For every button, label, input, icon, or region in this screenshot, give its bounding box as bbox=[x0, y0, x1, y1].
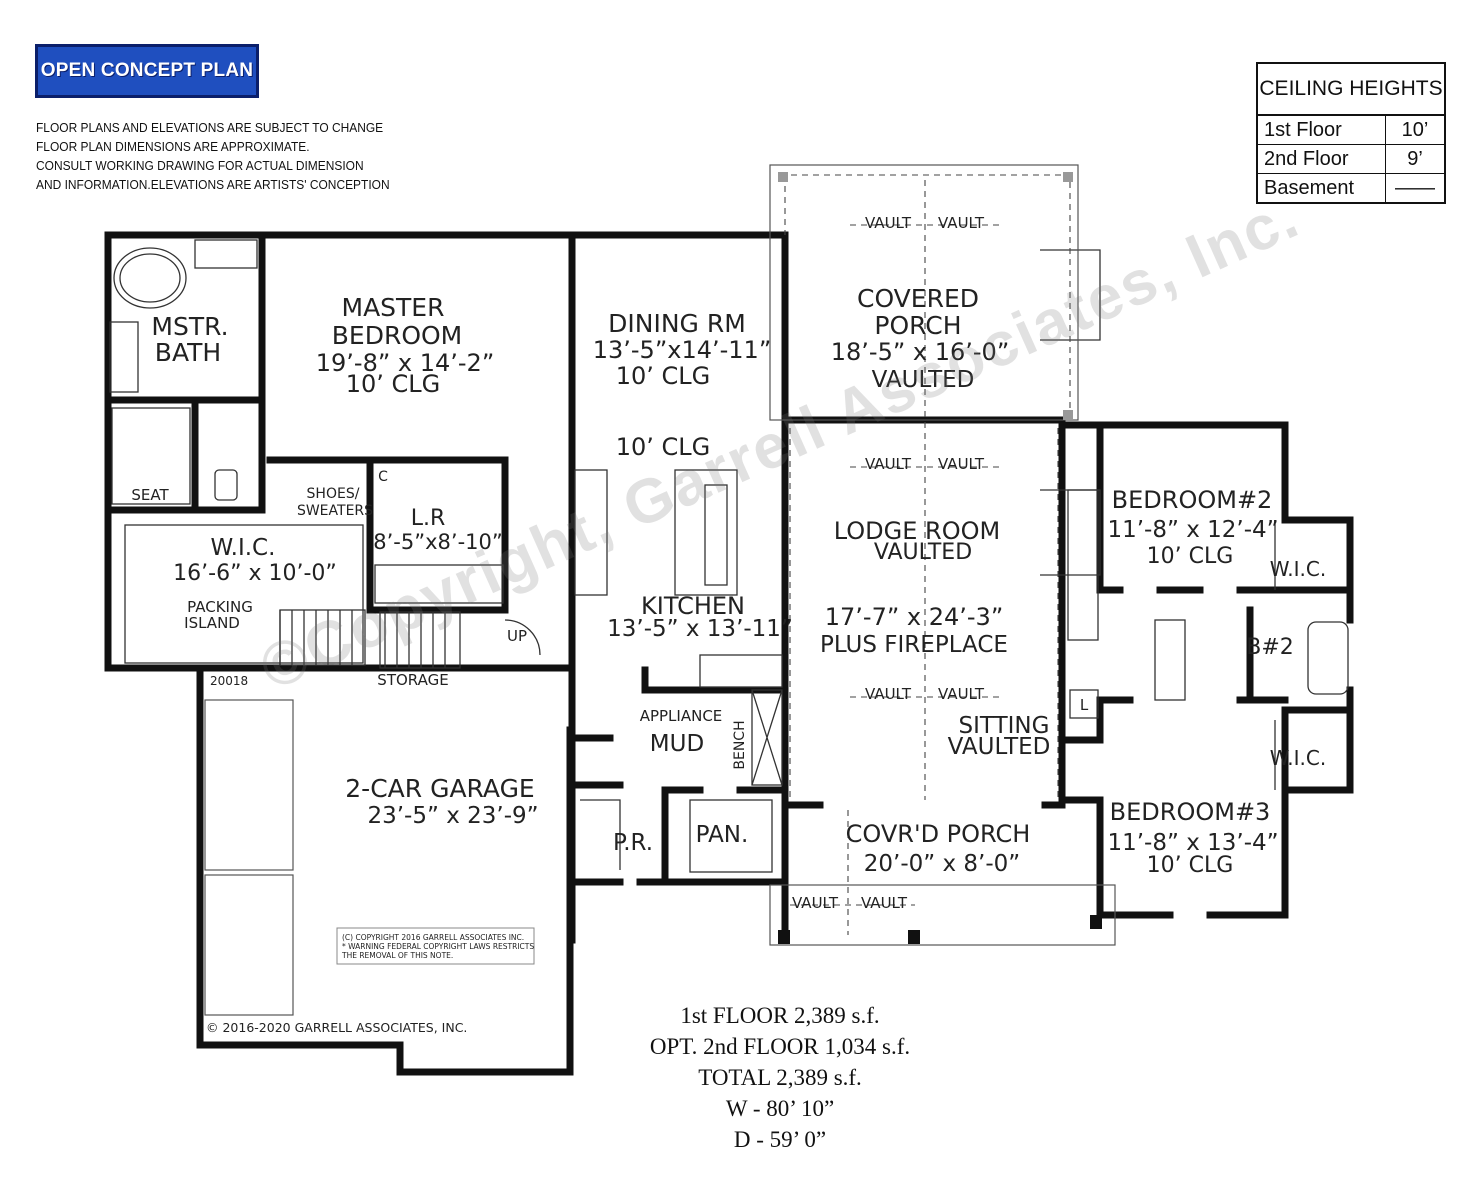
wic-label: W.I.C. bbox=[1270, 557, 1326, 581]
covered-porch-vault: VAULTED bbox=[872, 367, 975, 393]
ceiling-row-label: 2nd Floor bbox=[1258, 145, 1386, 173]
plan-code: 20018 bbox=[210, 674, 248, 688]
total-area: TOTAL 2,389 s.f. bbox=[698, 1065, 862, 1090]
master-bedroom-ceiling: 10’ CLG bbox=[346, 370, 441, 398]
bedroom-2-ceiling: 10’ CLG bbox=[1147, 544, 1234, 569]
packing-island-label: PACKING bbox=[187, 598, 253, 616]
garage-label: 2-CAR GARAGE bbox=[345, 774, 534, 803]
rear-porch-label: COVR'D PORCH bbox=[846, 820, 1031, 848]
exterior-walls bbox=[104, 231, 1354, 1076]
vault-label: VAULT bbox=[865, 214, 912, 232]
copyright-note-line: * WARNING FEDERAL COPYRIGHT LAWS RESTRIC… bbox=[342, 942, 534, 951]
bedroom-3-size: 11’-8” x 13’-4” bbox=[1107, 830, 1278, 856]
ceiling-row-label: Basement bbox=[1258, 174, 1386, 202]
wic-label: W.I.C. bbox=[1270, 746, 1326, 770]
porch-outline bbox=[204, 164, 1116, 1016]
disclaimer-line: AND INFORMATION.ELEVATIONS ARE ARTISTS' … bbox=[36, 177, 390, 192]
plan-type-badge: OPEN CONCEPT PLAN bbox=[35, 44, 259, 98]
seat-label: SEAT bbox=[131, 486, 169, 504]
ceiling-heights-table: CEILING HEIGHTS 1st Floor 10’ 2nd Floor … bbox=[1256, 62, 1446, 204]
lodge-room-vault: VAULTED bbox=[874, 540, 972, 565]
master-bedroom-size: 19’-8” x 14’-2” bbox=[316, 349, 495, 377]
vault-label: VAULT bbox=[938, 455, 985, 473]
copyright-note-box bbox=[336, 927, 535, 965]
disclaimer-line: FLOOR PLANS AND ELEVATIONS ARE SUBJECT T… bbox=[36, 120, 384, 135]
interior-details bbox=[109, 239, 1349, 873]
lodge-room-label: LODGE ROOM bbox=[834, 517, 1000, 545]
packing-island-label: ISLAND bbox=[184, 614, 240, 632]
shoes-label: SHOES/ bbox=[307, 486, 360, 502]
dining-size: 13’-5”x14’-11” bbox=[593, 336, 772, 364]
porch-posts bbox=[778, 172, 1102, 944]
sitting-vault: VAULTED bbox=[948, 734, 1051, 760]
copyright-note-line: (C) COPYRIGHT 2016 GARRELL ASSOCIATES IN… bbox=[342, 933, 524, 942]
bench-label: BENCH bbox=[732, 720, 748, 769]
copyright-label: © 2016-2020 GARRELL ASSOCIATES, INC. bbox=[206, 1020, 467, 1035]
lodge-room-size: 17’-7” x 24’-3” bbox=[825, 603, 1004, 631]
closet-label: C bbox=[378, 469, 388, 485]
vault-label: VAULT bbox=[865, 685, 912, 703]
ceiling-row-value: —— bbox=[1395, 176, 1435, 199]
first-floor-area: 1st FLOOR 2,389 s.f. bbox=[680, 1003, 880, 1028]
pantry-label: PAN. bbox=[696, 822, 749, 848]
kitchen-size: 13’-5” x 13’-11” bbox=[607, 616, 793, 642]
bath-2-label: B#2 bbox=[1246, 635, 1294, 660]
bedroom-2-size: 11’-8” x 12’-4” bbox=[1107, 517, 1278, 543]
disclaimer-note: FLOOR PLANS AND ELEVATIONS ARE SUBJECT T… bbox=[36, 118, 420, 194]
bedroom-2-label: BEDROOM#2 bbox=[1112, 486, 1273, 514]
master-bath-label: BATH bbox=[155, 338, 221, 367]
powder-room-label: P.R. bbox=[613, 830, 653, 856]
bedroom-3-ceiling: 10’ CLG bbox=[1147, 853, 1234, 878]
sitting-label: SITTING bbox=[959, 713, 1050, 739]
appliance-label: APPLIANCE bbox=[640, 707, 723, 725]
vault-label: VAULT bbox=[938, 685, 985, 703]
copyright-note-line: THE REMOVAL OF THIS NOTE. bbox=[341, 951, 453, 960]
garage-size: 23’-5” x 23’-9” bbox=[367, 803, 538, 829]
vault-label: VAULT bbox=[938, 214, 985, 232]
ceiling-row: 1st Floor 10’ bbox=[1258, 116, 1444, 145]
covered-porch-label: COVERED bbox=[857, 284, 979, 313]
shoes-label: SWEATERS bbox=[297, 503, 373, 519]
vault-label: VAULT bbox=[792, 894, 839, 912]
ceiling-row-value: 10’ bbox=[1401, 118, 1429, 141]
stair-up-label: UP bbox=[507, 627, 527, 645]
bedroom-3-label: BEDROOM#3 bbox=[1110, 798, 1271, 826]
dining-label: DINING RM bbox=[608, 309, 746, 338]
master-wic-size: 16’-6” x 10’-0” bbox=[173, 561, 337, 586]
ceiling-row: 2nd Floor 9’ bbox=[1258, 145, 1444, 174]
kitchen-ceiling: 10’ CLG bbox=[616, 433, 711, 461]
master-bedroom-label: BEDROOM bbox=[332, 321, 463, 350]
area-totals: 1st FLOOR 2,389 s.f. OPT. 2nd FLOOR 1,03… bbox=[600, 1000, 960, 1155]
rear-porch-size: 20’-0” x 8’-0” bbox=[864, 851, 1020, 877]
width-dimension: W - 80’ 10” bbox=[725, 1096, 835, 1121]
linen-room-label: L.R bbox=[411, 506, 446, 531]
ceiling-row-label: 1st Floor bbox=[1258, 116, 1386, 144]
vault-label: VAULT bbox=[861, 894, 908, 912]
linen-closet-label: L bbox=[1080, 696, 1089, 714]
dining-ceiling: 10’ CLG bbox=[616, 362, 711, 390]
lodge-room-fireplace: PLUS FIREPLACE bbox=[820, 632, 1008, 658]
depth-dimension: D - 59’ 0” bbox=[733, 1127, 827, 1152]
master-wic-label: W.I.C. bbox=[211, 535, 276, 561]
disclaimer-line: CONSULT WORKING DRAWING FOR ACTUAL DIMEN… bbox=[36, 158, 364, 173]
master-bedroom-label: MASTER bbox=[342, 293, 445, 322]
kitchen-label: KITCHEN bbox=[641, 592, 745, 620]
ceiling-heights-title: CEILING HEIGHTS bbox=[1258, 64, 1444, 116]
room-labels: MSTR. BATH MASTER BEDROOM 19’-8” x 14’-2… bbox=[131, 214, 1326, 1035]
covered-porch-label: PORCH bbox=[874, 311, 961, 340]
covered-porch-size: 18’-5” x 16’-0” bbox=[831, 338, 1010, 366]
storage-label: STORAGE bbox=[377, 671, 448, 689]
second-floor-area: OPT. 2nd FLOOR 1,034 s.f. bbox=[649, 1034, 911, 1059]
vault-label: VAULT bbox=[865, 455, 912, 473]
ceiling-row: Basement —— bbox=[1258, 174, 1444, 202]
linen-room-size: 8’-5”x8’-10” bbox=[373, 530, 503, 554]
mud-room-label: MUD bbox=[650, 731, 704, 757]
ceiling-row-value: 9’ bbox=[1407, 147, 1423, 170]
disclaimer-line: FLOOR PLAN DIMENSIONS ARE APPROXIMATE. bbox=[36, 139, 310, 154]
master-bath-label: MSTR. bbox=[151, 312, 228, 341]
